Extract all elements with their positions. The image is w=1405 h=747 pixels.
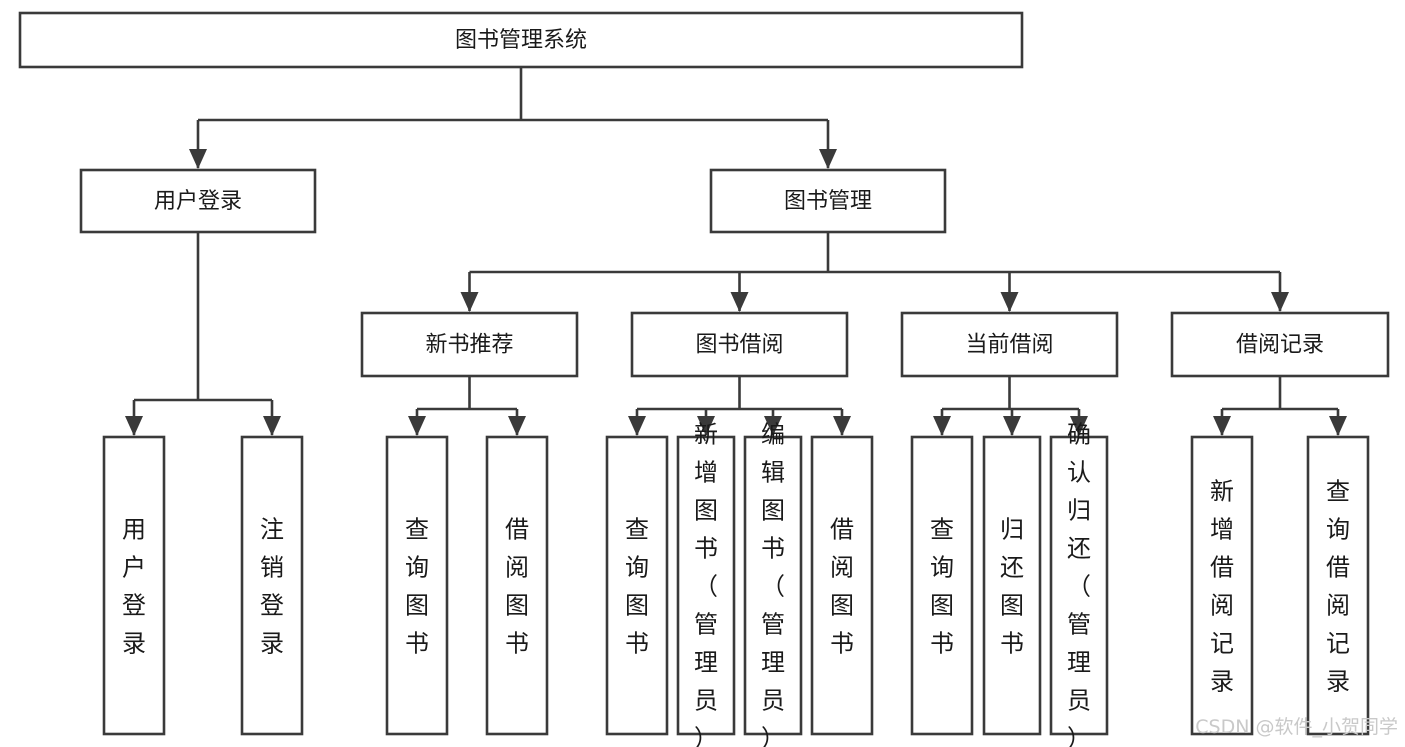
node-label-leaf-borrow-book: 借阅图书 [830, 516, 854, 658]
node-leaf-borrow-book[interactable]: 借阅图书 [810, 435, 874, 736]
node-label-leaf-edit-book-admin: 编辑图书（管理员） [761, 421, 785, 747]
node-root[interactable]: 图书管理系统 [18, 11, 1024, 69]
node-box-leaf-query-book-borrow[interactable] [605, 435, 669, 736]
node-box-leaf-add-book-admin[interactable] [676, 435, 736, 736]
node-book-borrow[interactable]: 图书借阅 [630, 311, 849, 378]
node-leaf-add-book-admin[interactable]: 新增图书（管理员） [676, 421, 736, 747]
node-label-root: 图书管理系统 [455, 28, 587, 53]
node-box-new-book-recommend[interactable] [360, 311, 579, 378]
node-label-leaf-query-borrow-record: 查询借阅记录 [1326, 478, 1350, 696]
arrow-head-icon-leaf-query-book-current [933, 416, 951, 436]
arrow-head-icon-leaf-query-book-recommend [408, 416, 426, 436]
node-label-current-borrow: 当前借阅 [965, 333, 1053, 358]
arrow-head-icon-leaf-user-login [125, 416, 143, 436]
node-leaf-edit-book-admin[interactable]: 编辑图书（管理员） [743, 421, 803, 747]
node-label-leaf-query-book-borrow: 查询图书 [625, 516, 649, 658]
arrow-head-icon-leaf-edit-book-admin [764, 416, 782, 436]
watermark-label: CSDN @软件_小贺同学 [1195, 716, 1398, 738]
node-leaf-user-logout[interactable]: 注销登录 [240, 435, 304, 736]
node-box-leaf-return-book[interactable] [982, 435, 1042, 736]
arrow-head-icon-leaf-user-logout [263, 416, 281, 436]
node-label-leaf-user-login: 用户登录 [122, 516, 146, 658]
node-leaf-add-borrow-record[interactable]: 新增借阅记录 [1190, 435, 1254, 736]
node-leaf-query-book-current[interactable]: 查询图书 [910, 435, 974, 736]
node-current-borrow[interactable]: 当前借阅 [900, 311, 1119, 378]
node-label-leaf-borrow-book-recommend: 借阅图书 [505, 516, 529, 658]
node-box-root[interactable] [18, 11, 1024, 69]
node-box-leaf-user-logout[interactable] [240, 435, 304, 736]
node-box-leaf-borrow-book-recommend[interactable] [485, 435, 549, 736]
node-box-leaf-query-book-recommend[interactable] [385, 435, 449, 736]
node-book-management[interactable]: 图书管理 [709, 168, 947, 234]
node-label-leaf-confirm-return-admin: 确认归还（管理员） [1067, 421, 1091, 747]
node-borrow-records[interactable]: 借阅记录 [1170, 311, 1390, 378]
arrow-head-icon-leaf-query-book-borrow [628, 416, 646, 436]
node-box-book-borrow[interactable] [630, 311, 849, 378]
node-box-leaf-confirm-return-admin[interactable] [1049, 435, 1109, 736]
arrow-head-icon-leaf-add-borrow-record [1213, 416, 1231, 436]
arrow-head-icon-user-login [189, 149, 207, 169]
node-layer: 图书管理系统用户登录图书管理新书推荐图书借阅当前借阅借阅记录用户登录注销登录查询… [18, 11, 1390, 747]
arrow-head-icon-leaf-query-borrow-record [1329, 416, 1347, 436]
connector-layer [125, 67, 1347, 436]
arrow-head-icon-current-borrow [1000, 292, 1019, 312]
arrow-head-icon-new-book-recommend [460, 292, 479, 312]
node-label-user-login: 用户登录 [154, 189, 242, 214]
node-leaf-query-book-borrow[interactable]: 查询图书 [605, 435, 669, 736]
node-box-user-login[interactable] [79, 168, 317, 234]
node-box-leaf-borrow-book[interactable] [810, 435, 874, 736]
node-label-new-book-recommend: 新书推荐 [425, 333, 513, 358]
arrow-head-icon-borrow-records [1271, 292, 1289, 312]
arrow-head-icon-leaf-borrow-book [833, 416, 851, 436]
node-box-book-management[interactable] [709, 168, 947, 234]
node-leaf-query-borrow-record[interactable]: 查询借阅记录 [1306, 435, 1370, 736]
node-box-current-borrow[interactable] [900, 311, 1119, 378]
arrow-head-icon-book-borrow [730, 292, 749, 312]
node-label-borrow-records: 借阅记录 [1236, 333, 1324, 358]
node-leaf-query-book-recommend[interactable]: 查询图书 [385, 435, 449, 736]
node-box-leaf-edit-book-admin[interactable] [743, 435, 803, 736]
node-label-leaf-query-book-current: 查询图书 [930, 516, 954, 658]
arrow-head-icon-leaf-return-book [1003, 416, 1021, 436]
node-label-book-borrow: 图书借阅 [695, 333, 783, 358]
arrow-head-icon-leaf-borrow-book-recommend [508, 416, 526, 436]
node-label-leaf-return-book: 归还图书 [1000, 516, 1024, 658]
arrow-head-icon-leaf-add-book-admin [697, 416, 715, 436]
arrow-head-icon-book-management [819, 149, 837, 169]
node-label-leaf-query-book-recommend: 查询图书 [405, 516, 429, 658]
node-user-login[interactable]: 用户登录 [79, 168, 317, 234]
arrow-head-icon-leaf-confirm-return-admin [1070, 416, 1088, 436]
node-box-leaf-query-book-current[interactable] [910, 435, 974, 736]
node-box-leaf-user-login[interactable] [102, 435, 166, 736]
node-new-book-recommend[interactable]: 新书推荐 [360, 311, 579, 378]
node-leaf-confirm-return-admin[interactable]: 确认归还（管理员） [1049, 421, 1109, 747]
node-box-leaf-query-borrow-record[interactable] [1306, 435, 1370, 736]
node-leaf-return-book[interactable]: 归还图书 [982, 435, 1042, 736]
node-label-leaf-add-book-admin: 新增图书（管理员） [694, 421, 718, 747]
node-box-borrow-records[interactable] [1170, 311, 1390, 378]
node-label-book-management: 图书管理 [784, 189, 872, 214]
node-box-leaf-add-borrow-record[interactable] [1190, 435, 1254, 736]
node-leaf-user-login[interactable]: 用户登录 [102, 435, 166, 736]
node-label-leaf-user-logout: 注销登录 [260, 516, 284, 658]
node-leaf-borrow-book-recommend[interactable]: 借阅图书 [485, 435, 549, 736]
node-label-leaf-add-borrow-record: 新增借阅记录 [1210, 478, 1234, 696]
